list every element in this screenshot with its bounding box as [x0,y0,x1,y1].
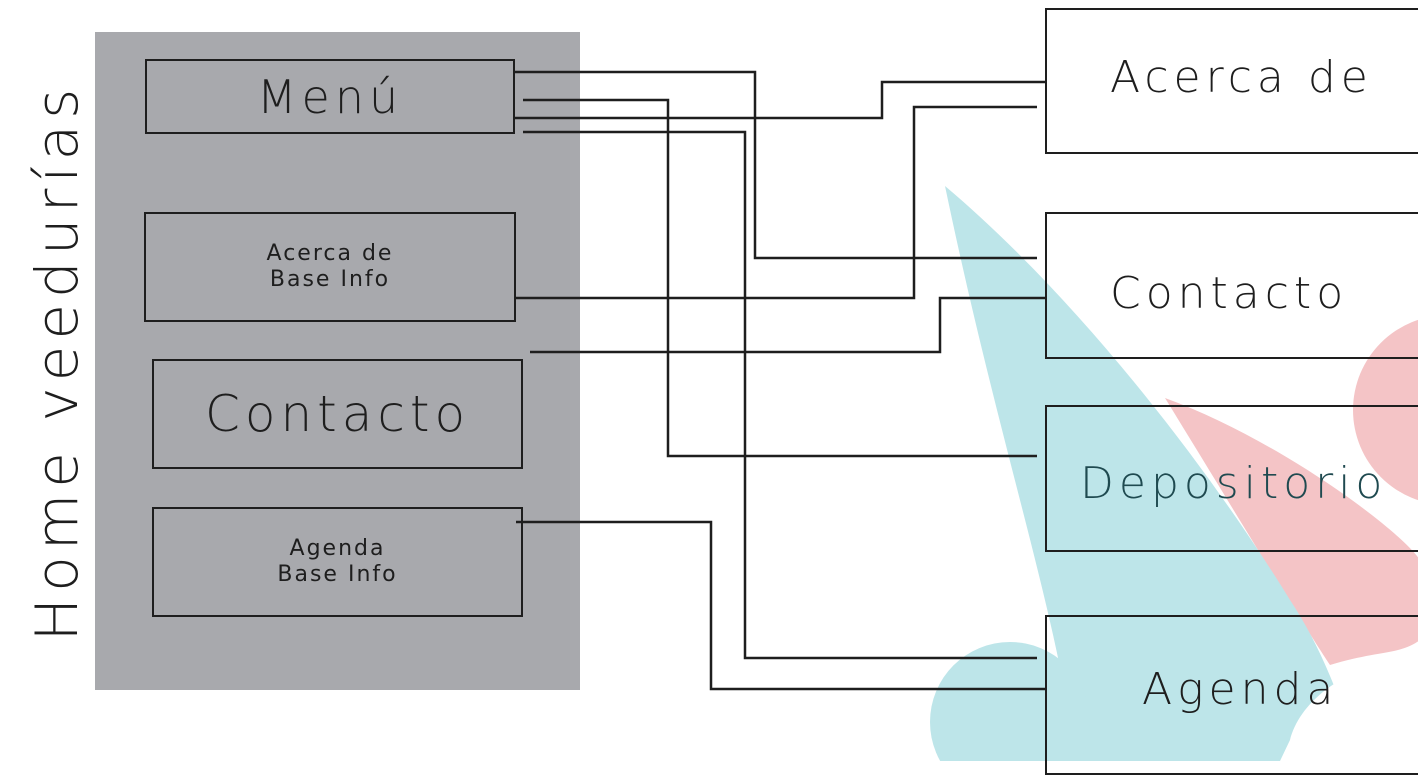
agenda-block-subtitle: Base Info [277,562,398,587]
agenda-block-title: Agenda [289,536,386,561]
teal-circle-shape [930,642,1090,761]
connector-about-info-to-about [516,105,1037,300]
pink-blob-shape [1165,398,1418,665]
connector-menu-to-agenda [523,130,1037,660]
menu-label: Menú [256,69,404,124]
page-box-repository[interactable] [1045,405,1418,552]
contact-block[interactable]: Contacto [152,359,523,469]
page-label-repository: Depositorio [1080,458,1388,509]
page-label-agenda: Agenda [1142,664,1339,715]
white-overlap-shape [1280,660,1418,761]
connector-agenda-info-to-agenda [516,520,1045,691]
agenda-base-info-block[interactable]: Agenda Base Info [152,507,523,617]
contact-block-label: Contacto [204,385,471,443]
about-block-title: Acerca de [266,241,394,266]
connector-menu-to-about [515,80,1045,120]
home-panel [95,32,580,690]
page-label-about: Acerca de [1110,52,1373,103]
page-label-contact: Contacto [1110,268,1349,319]
about-block-subtitle: Base Info [269,267,391,292]
connector-contact-to-contact [530,296,1045,354]
page-box-about[interactable] [1045,8,1418,154]
page-box-contact[interactable] [1045,212,1418,359]
menu-block[interactable]: Menú [145,59,515,134]
connector-menu-to-repository [523,98,1037,458]
pink-circle-shape [1353,319,1418,501]
about-base-info-block[interactable]: Acerca de Base Info [144,212,516,322]
teal-stroke-shape [945,186,1360,761]
connector-menu-to-contact [515,70,1037,260]
